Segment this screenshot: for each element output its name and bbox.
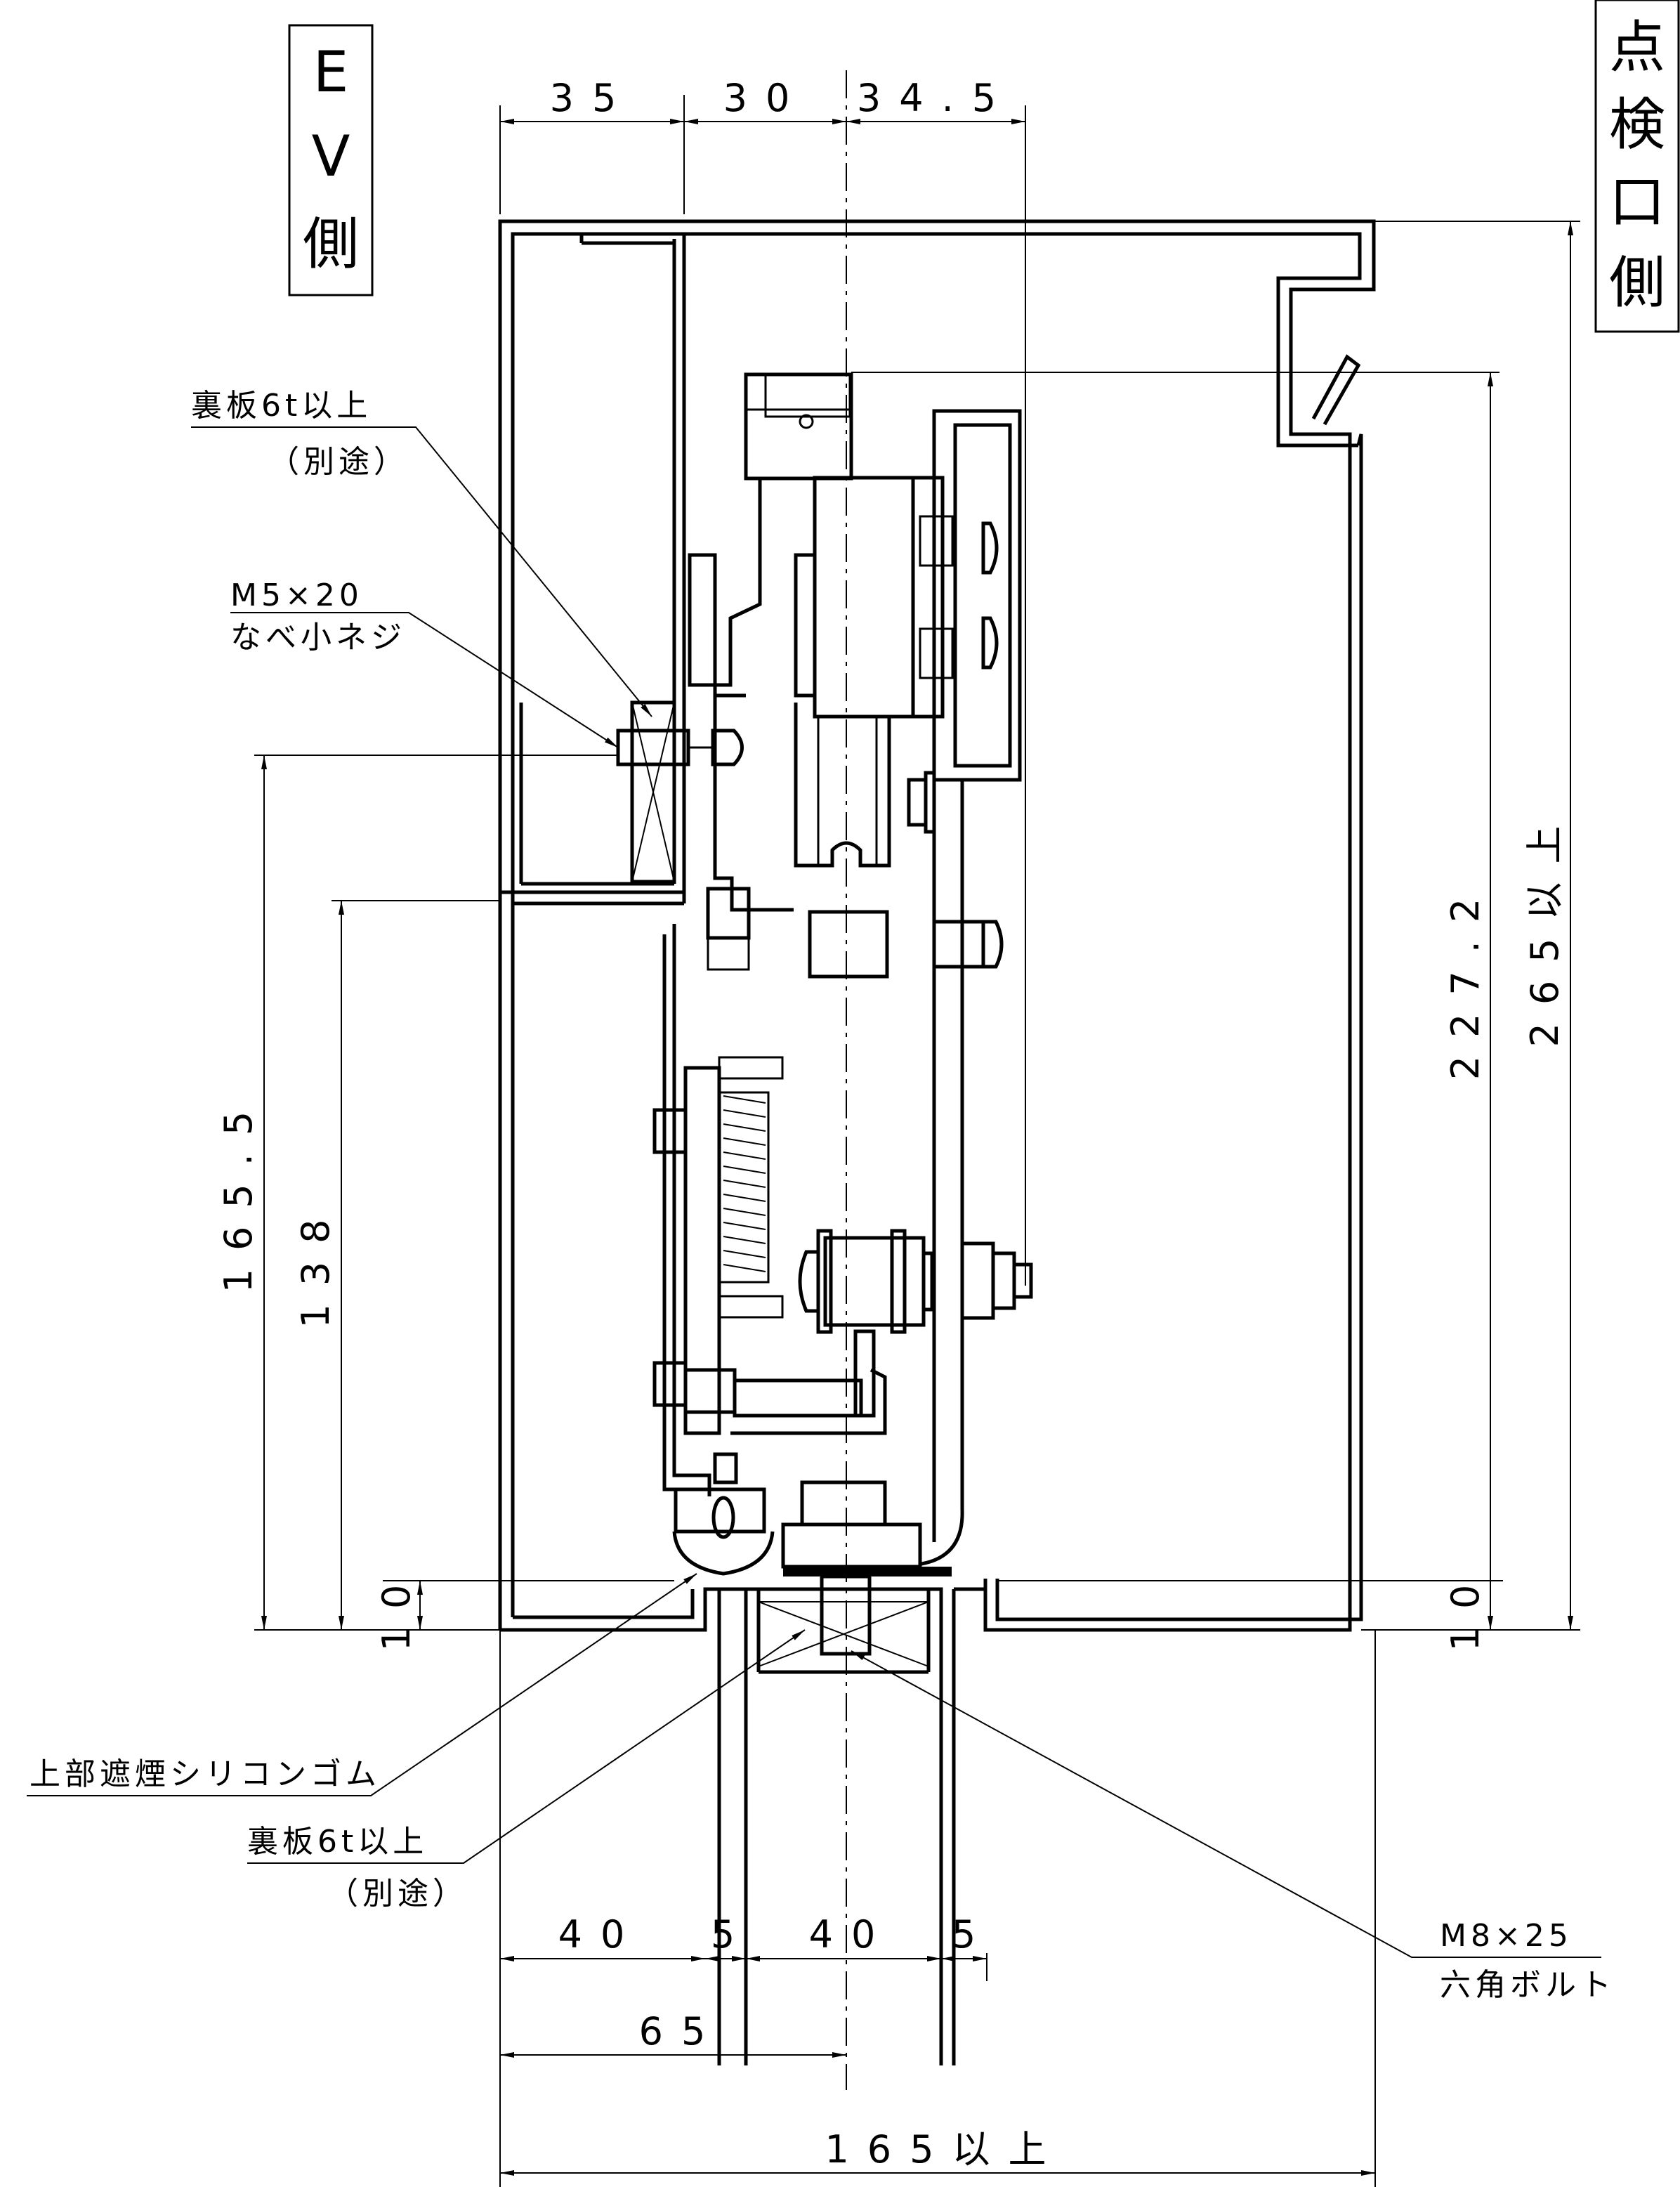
dim-right-265: 265以上 [1523, 807, 1567, 1047]
outer-casing [498, 219, 1376, 2065]
note-rubber: 上部遮煙シリコンゴム [27, 1573, 697, 1796]
dim-top-30: 30 [723, 76, 808, 120]
dim-bottom-40-left: 40 [558, 1912, 643, 1957]
dim-bottom-65: 65 [639, 2009, 724, 2054]
dim-bottom-5-right: 5 [952, 1912, 994, 1957]
inspection-label-char-1: 点 [1609, 15, 1665, 80]
dim-left-165-5: 165.5 [216, 1093, 261, 1293]
note-backplate-top: 裏板6t以上 （別途） [191, 388, 652, 717]
dim-bottom-5-left: 5 [711, 1912, 753, 1957]
top-dimensions: 35 30 34.5 [499, 76, 1026, 1286]
inspection-label-char-2: 検 [1609, 92, 1665, 157]
dim-bottom-165: 165以上 [825, 2127, 1064, 2172]
inspection-label-char-3: 口 [1609, 169, 1665, 235]
note-screw-line2: なべ小ネジ [230, 620, 406, 655]
dim-right-227-2: 227.2 [1443, 880, 1488, 1081]
note-backplate-bottom-line2: （別途） [327, 1876, 468, 1912]
right-dimensions: 227.2 265以上 10 [851, 221, 1580, 1651]
dim-bottom-40-right: 40 [809, 1912, 894, 1957]
inspection-side-label: 点 検 口 側 [1594, 0, 1680, 333]
note-backplate-bottom: 裏板6t以上 （別途） [247, 1629, 806, 1912]
note-bolt-line2: 六角ボルト [1440, 1967, 1615, 2003]
dim-right-10: 10 [1443, 1567, 1488, 1652]
note-bolt: M8×25 六角ボルト [851, 1650, 1615, 2003]
dim-top-35: 35 [550, 76, 635, 120]
note-screw: M5×20 なべ小ネジ [230, 577, 619, 748]
note-backplate-top-line1: 裏板6t以上 [191, 388, 372, 424]
dim-top-34-5: 34.5 [857, 76, 1014, 120]
ev-label-char-3: 側 [303, 211, 359, 277]
note-rubber-line1: 上部遮煙シリコンゴム [29, 1756, 381, 1792]
note-backplate-top-line2: （別途） [268, 444, 409, 480]
ev-label-char-2: V [312, 124, 350, 189]
dim-left-10: 10 [374, 1567, 419, 1652]
note-screw-line1: M5×20 [230, 577, 363, 613]
note-backplate-bottom-line1: 裏板6t以上 [247, 1824, 428, 1860]
closer-mechanism [616, 372, 1033, 1656]
inspection-label-char-4: 側 [1609, 250, 1665, 315]
bottom-dimensions: 40 5 40 5 65 165以上 [499, 1630, 1376, 2187]
left-dimensions: 165.5 138 10 [216, 755, 674, 1651]
dim-left-138: 138 [294, 1201, 338, 1328]
note-bolt-line1: M8×25 [1440, 1918, 1573, 1954]
ev-label-char-1: E [313, 39, 349, 105]
ev-side-label: E V 側 [288, 24, 374, 296]
